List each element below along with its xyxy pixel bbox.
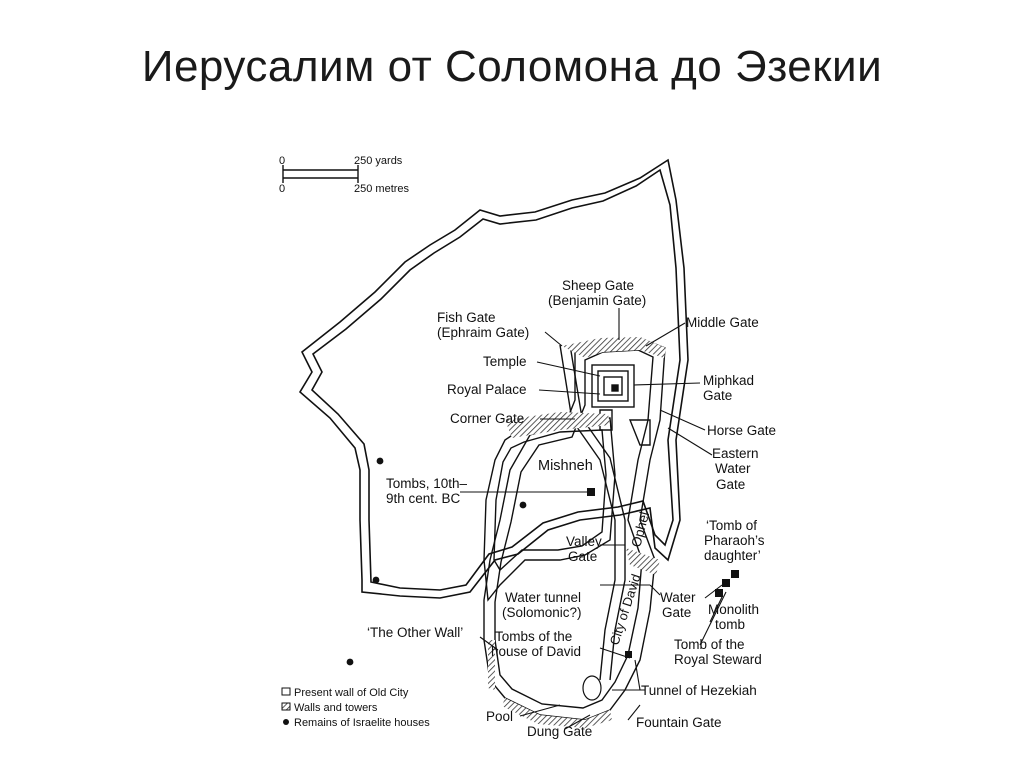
label-pool: Pool [486,709,513,724]
label-tombs-of-the: Tombs of the [495,629,572,644]
label-eastern-gate: Gate [716,477,745,492]
wall-hatching [488,337,666,728]
label-daughter: daughter’ [704,548,761,563]
label-tomb-of-the: Tomb of the [674,637,745,652]
label-tombs-10th: Tombs, 10th– [386,476,468,491]
label-eastern-water: Water [715,461,751,476]
label-monolith-tomb: tomb [715,617,745,632]
label-water-tunnel: Water tunnel [505,590,581,605]
label-solomonic: (Solomonic?) [502,605,582,620]
map-labels: Sheep Gate (Benjamin Gate) Fish Gate (Ep… [367,278,776,739]
label-corner-gate: Corner Gate [450,411,524,426]
scale-zero-top: 0 [279,155,285,167]
label-water-gate-2: Gate [662,605,691,620]
label-pharaoh: Pharaoh’s [704,533,765,548]
legend-remains: Remains of Israelite houses [294,717,430,729]
label-ephraim-gate: (Ephraim Gate) [437,325,529,340]
label-benjamin-gate: (Benjamin Gate) [548,293,646,308]
old-city-wall [298,158,689,599]
label-valley-gate: Gate [568,549,597,564]
label-tomb-pharaoh: ‘Tomb of [706,518,757,533]
label-tunnel-hezekiah: Tunnel of Hezekiah [641,683,757,698]
label-house-of-david: house of David [491,644,581,659]
label-sheep-gate: Sheep Gate [562,278,634,293]
slide-title: Иерусалим от Соломона до Эзекии [141,42,883,91]
scale-yards: 250 yards [354,155,403,167]
label-dung-gate: Dung Gate [527,724,592,739]
label-middle-gate: Middle Gate [686,315,759,330]
label-tombs-9th: 9th cent. BC [386,491,461,506]
label-fish-gate: Fish Gate [437,310,496,325]
scale-metres: 250 metres [354,183,410,195]
label-royal-steward: Royal Steward [674,652,762,667]
tomb-markers [587,488,739,658]
pool-marker [582,675,602,701]
legend: Present wall of Old City Walls and tower… [281,687,430,729]
label-other-wall: ‘The Other Wall’ [367,625,463,640]
remains-dots [346,457,527,666]
scale-bar: 0 250 yards 0 250 metres [279,155,410,195]
label-miphkad: Miphkad [703,373,754,388]
label-miphkad-gate: Gate [703,388,732,403]
label-royal-palace: Royal Palace [447,382,527,397]
scale-zero-bottom: 0 [279,183,285,195]
label-water-gate-1: Water [660,590,696,605]
label-mishneh: Mishneh [538,458,593,474]
label-horse-gate: Horse Gate [707,423,776,438]
label-valley: Valley [566,534,602,549]
leader-lines [460,308,727,730]
label-fountain-gate: Fountain Gate [636,715,722,730]
label-eastern: Eastern [712,446,759,461]
label-temple: Temple [483,354,527,369]
legend-present-wall: Present wall of Old City [294,687,409,699]
legend-walls-towers: Walls and towers [294,702,378,714]
label-monolith: Monolith [708,602,759,617]
